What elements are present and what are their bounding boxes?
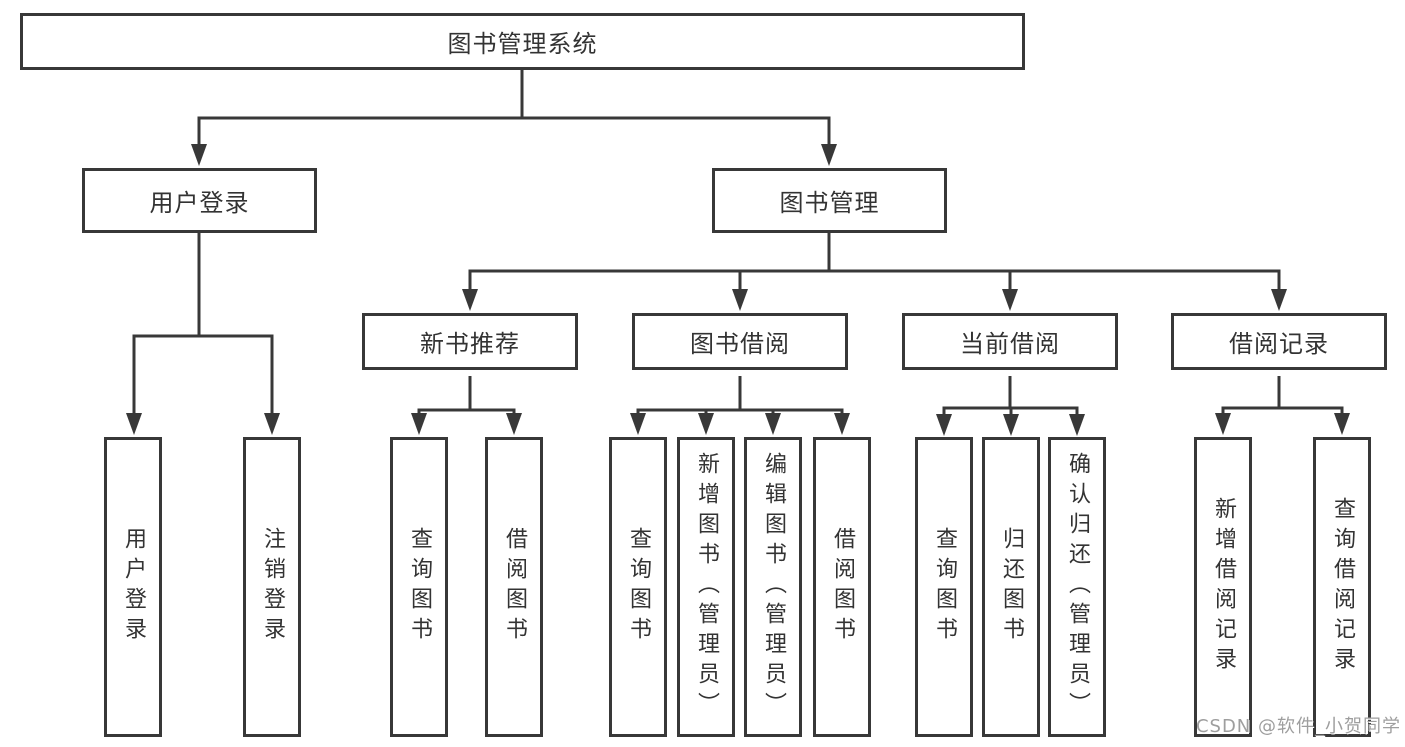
node-library-management-system: 图书管理系统 [20,13,1025,70]
node-label: 确认归还（管理员） [1065,452,1090,722]
node-label: 编辑图书（管理员） [761,452,786,722]
node-borrowing-records: 借阅记录 [1171,313,1387,370]
node-leaf-edit-book-admin: 编辑图书（管理员） [744,437,802,737]
node-label: 图书借阅 [690,330,790,358]
node-label: 当前借阅 [960,330,1060,358]
node-leaf-query-books-recommend: 查询图书 [390,437,448,737]
node-label: 借阅记录 [1229,330,1329,358]
node-label: 新增图书（管理员） [694,452,719,722]
node-label: 查询图书 [407,527,432,647]
watermark: CSDN @软件_小贺同学 [1195,716,1401,737]
node-leaf-add-book-admin: 新增图书（管理员） [677,437,735,737]
node-leaf-query-books-current: 查询图书 [915,437,973,737]
node-label: 用户登录 [121,527,146,647]
node-current-borrowing: 当前借阅 [902,313,1118,370]
node-leaf-borrow-books-recommend: 借阅图书 [485,437,543,737]
node-leaf-query-books-borrow: 查询图书 [609,437,667,737]
node-leaf-confirm-return-admin: 确认归还（管理员） [1048,437,1106,737]
node-book-borrowing: 图书借阅 [632,313,848,370]
node-leaf-query-borrow-record: 查询借阅记录 [1313,437,1371,737]
node-leaf-logout: 注销登录 [243,437,301,737]
node-new-book-recommendation: 新书推荐 [362,313,578,370]
node-leaf-add-borrow-record: 新增借阅记录 [1194,437,1252,737]
node-label: 用户登录 [149,189,250,217]
node-label: 借阅图书 [502,527,527,647]
node-label: 归还图书 [999,527,1024,647]
node-leaf-user-login: 用户登录 [104,437,162,737]
node-label: 查询图书 [626,527,651,647]
node-label: 查询借阅记录 [1330,497,1355,677]
node-label: 图书管理系统 [447,30,598,58]
node-book-management: 图书管理 [712,168,947,233]
node-label: 图书管理 [779,189,880,217]
node-user-login: 用户登录 [82,168,317,233]
node-label: 注销登录 [260,527,285,647]
node-leaf-borrow-books: 借阅图书 [813,437,871,737]
node-leaf-return-book: 归还图书 [982,437,1040,737]
node-label: 新书推荐 [420,330,520,358]
node-label: 查询图书 [932,527,957,647]
node-label: 新增借阅记录 [1211,497,1236,677]
node-label: 借阅图书 [830,527,855,647]
